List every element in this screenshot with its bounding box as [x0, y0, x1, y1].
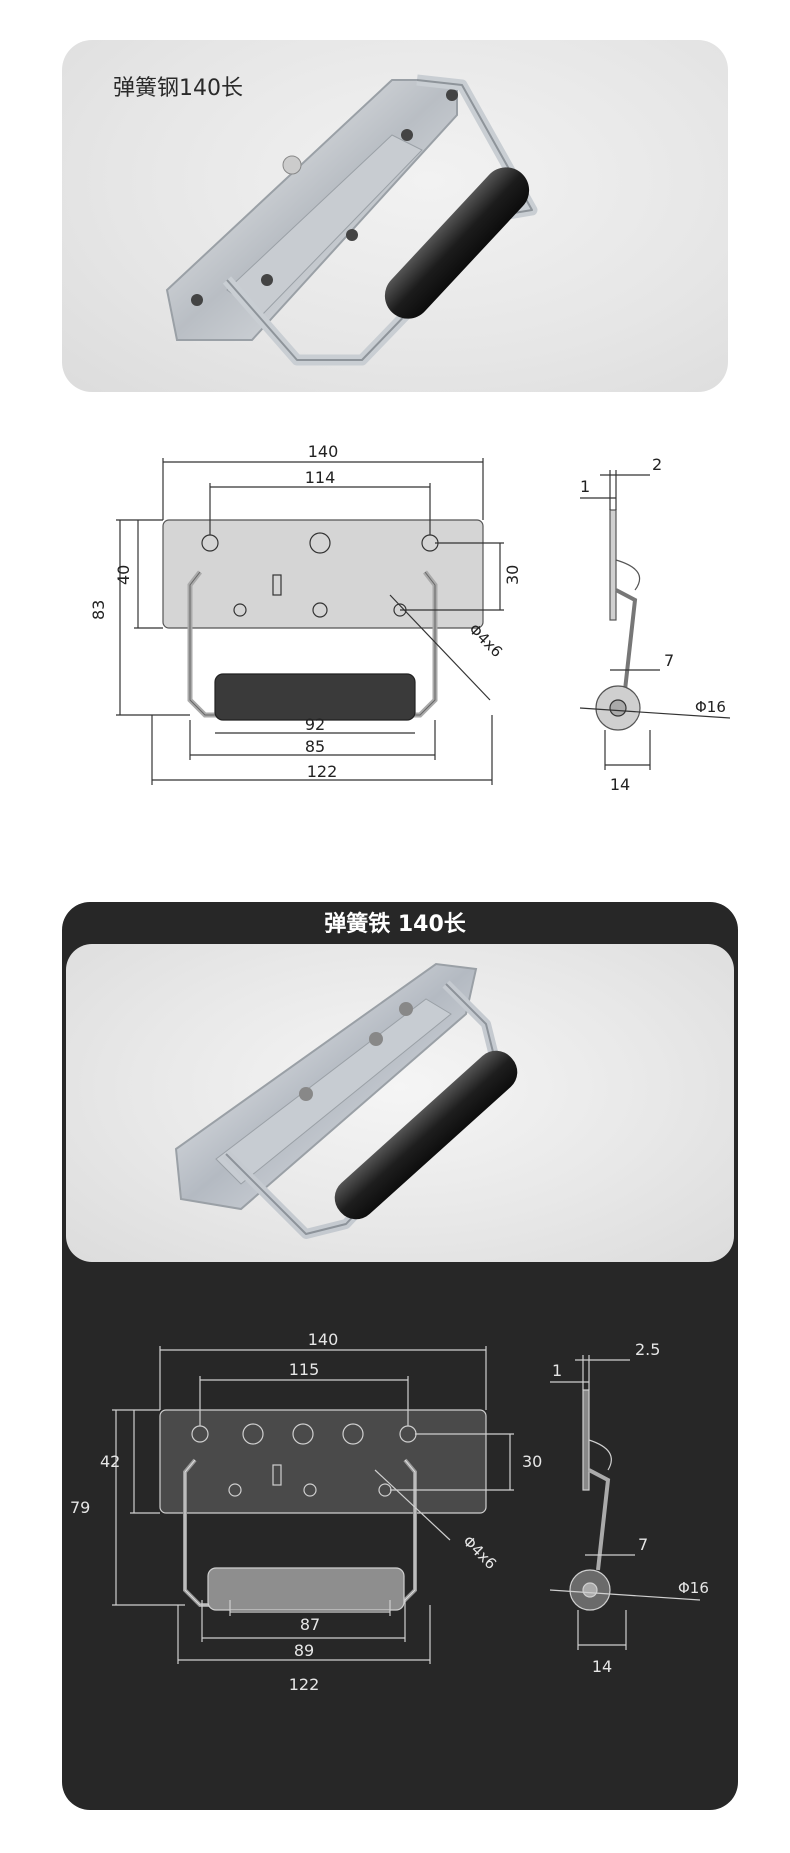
spring-iron-handle-image	[174, 962, 518, 1239]
dim-hole: Φ4x6	[465, 620, 506, 661]
side2-dim-2-5: 2.5	[635, 1340, 660, 1359]
steel-handle-dimension-drawing: 140 114 83 40 30 92 85 122 Φ4x6 2 1 7 Φ1…	[90, 442, 731, 794]
side2-dim-phi16: Φ16	[678, 1579, 709, 1597]
dim-122: 122	[307, 762, 338, 781]
dim2-hole: Φ4x6	[459, 1532, 500, 1573]
dim-30: 30	[503, 565, 522, 585]
section2-title: 弹簧铁 140长	[324, 912, 466, 937]
dim2-87: 87	[300, 1615, 320, 1634]
dim-92: 92	[305, 715, 325, 734]
dim2-140: 140	[308, 1330, 339, 1349]
side-dim-14: 14	[610, 775, 630, 794]
side-dim-1: 1	[580, 477, 590, 496]
section1-title: 弹簧钢140长	[113, 76, 243, 101]
dim2-30: 30	[522, 1452, 542, 1471]
dim-140: 140	[308, 442, 339, 461]
side2-dim-1: 1	[552, 1361, 562, 1380]
side-dim-2: 2	[652, 455, 662, 474]
dim2-42: 42	[100, 1452, 120, 1471]
iron-handle-dimension-drawing: 140 115 79 42 30 87 89 122 Φ4x6 2.5 1 7 …	[70, 1330, 709, 1694]
side-dim-7: 7	[664, 651, 674, 670]
dim2-79: 79	[70, 1498, 90, 1517]
side2-dim-14: 14	[592, 1657, 612, 1676]
dim-114: 114	[305, 468, 336, 487]
product-photo-card-steel	[62, 40, 728, 392]
side-dim-phi16: Φ16	[695, 698, 726, 716]
side2-dim-7: 7	[638, 1535, 648, 1554]
dim2-115: 115	[289, 1360, 320, 1379]
dim2-122: 122	[289, 1675, 320, 1694]
dim-85: 85	[305, 737, 325, 756]
dim2-89: 89	[294, 1641, 314, 1660]
product-photo-card-iron	[66, 944, 734, 1262]
spring-steel-handle-image	[165, 74, 538, 366]
dim-40: 40	[114, 565, 133, 585]
dim-83: 83	[90, 600, 108, 620]
